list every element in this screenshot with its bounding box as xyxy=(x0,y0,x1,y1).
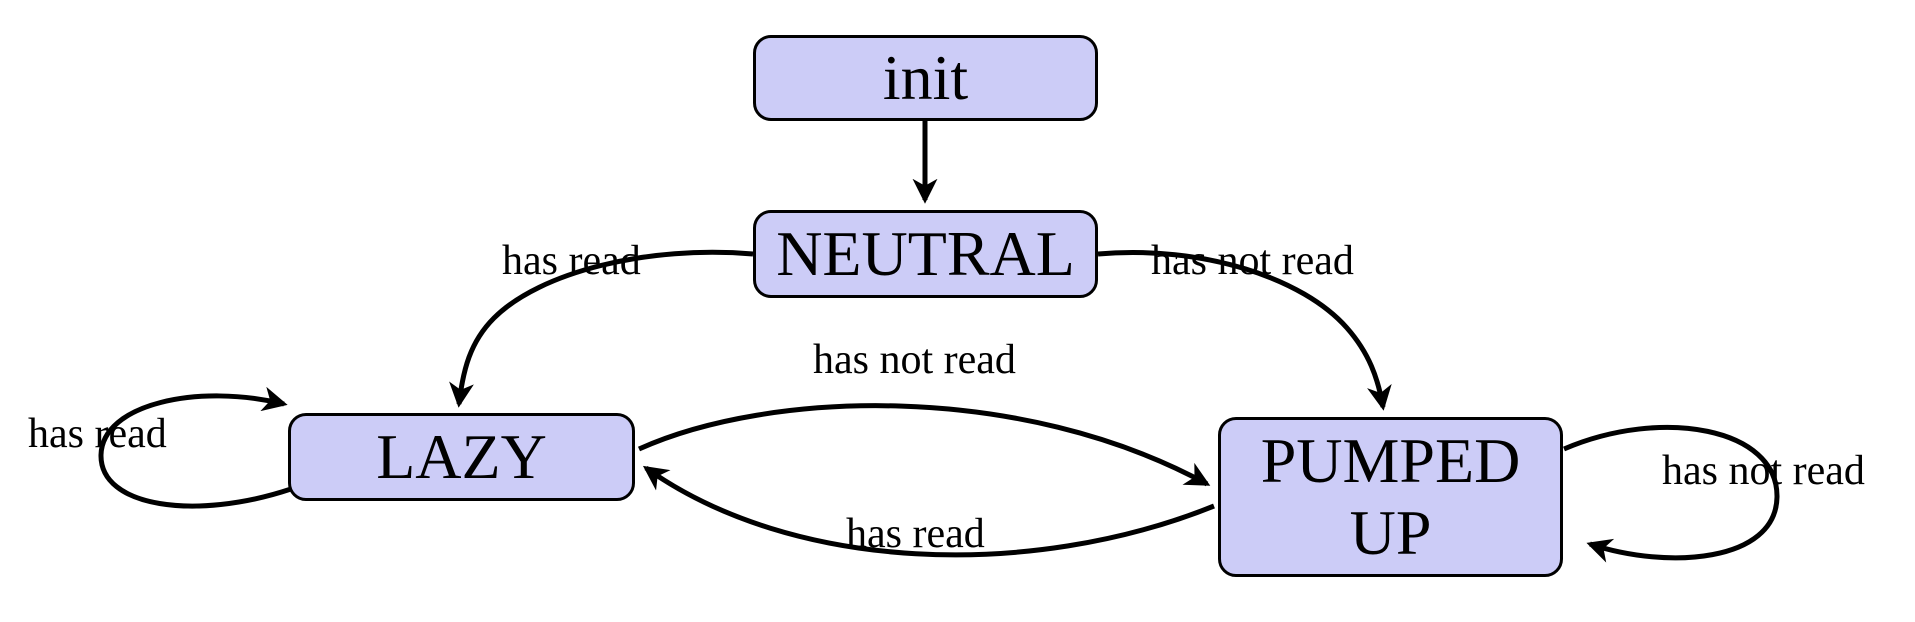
edge-label-lazy-self-loop: has read xyxy=(28,411,167,457)
arrow-pumped-up-self-loop xyxy=(1563,424,1780,563)
state-label-pumped-up-line2: UP xyxy=(1349,497,1432,568)
edge-label-pumped-up-to-lazy: has read xyxy=(846,511,985,557)
state-label-neutral: NEUTRAL xyxy=(776,218,1075,290)
state-label-lazy: LAZY xyxy=(376,421,547,493)
arrow-lazy-self-loop xyxy=(98,386,292,509)
state-label-pumped-up-line1: PUMPED xyxy=(1260,425,1521,497)
arrow-neutral-to-pumped-up xyxy=(1097,250,1392,411)
state-node-neutral: NEUTRAL xyxy=(753,210,1098,298)
state-node-init: init xyxy=(753,35,1098,121)
state-label-init: init xyxy=(882,42,969,114)
edge-label-neutral-to-lazy: has read xyxy=(502,238,641,284)
arrow-pumped-up-to-lazy xyxy=(642,465,1215,558)
arrow-lazy-to-pumped-up xyxy=(637,403,1211,487)
arrow-neutral-to-lazy xyxy=(449,249,754,408)
state-node-lazy: LAZY xyxy=(288,413,635,501)
state-label-pumped-up: PUMPED UP xyxy=(1261,425,1521,568)
edge-label-pumped-up-self-loop: has not read xyxy=(1662,448,1865,494)
edge-label-neutral-to-pumped-up: has not read xyxy=(1151,238,1354,284)
edge-label-lazy-to-pumped-up: has not read xyxy=(813,337,1016,383)
state-node-pumped-up: PUMPED UP xyxy=(1218,417,1563,577)
